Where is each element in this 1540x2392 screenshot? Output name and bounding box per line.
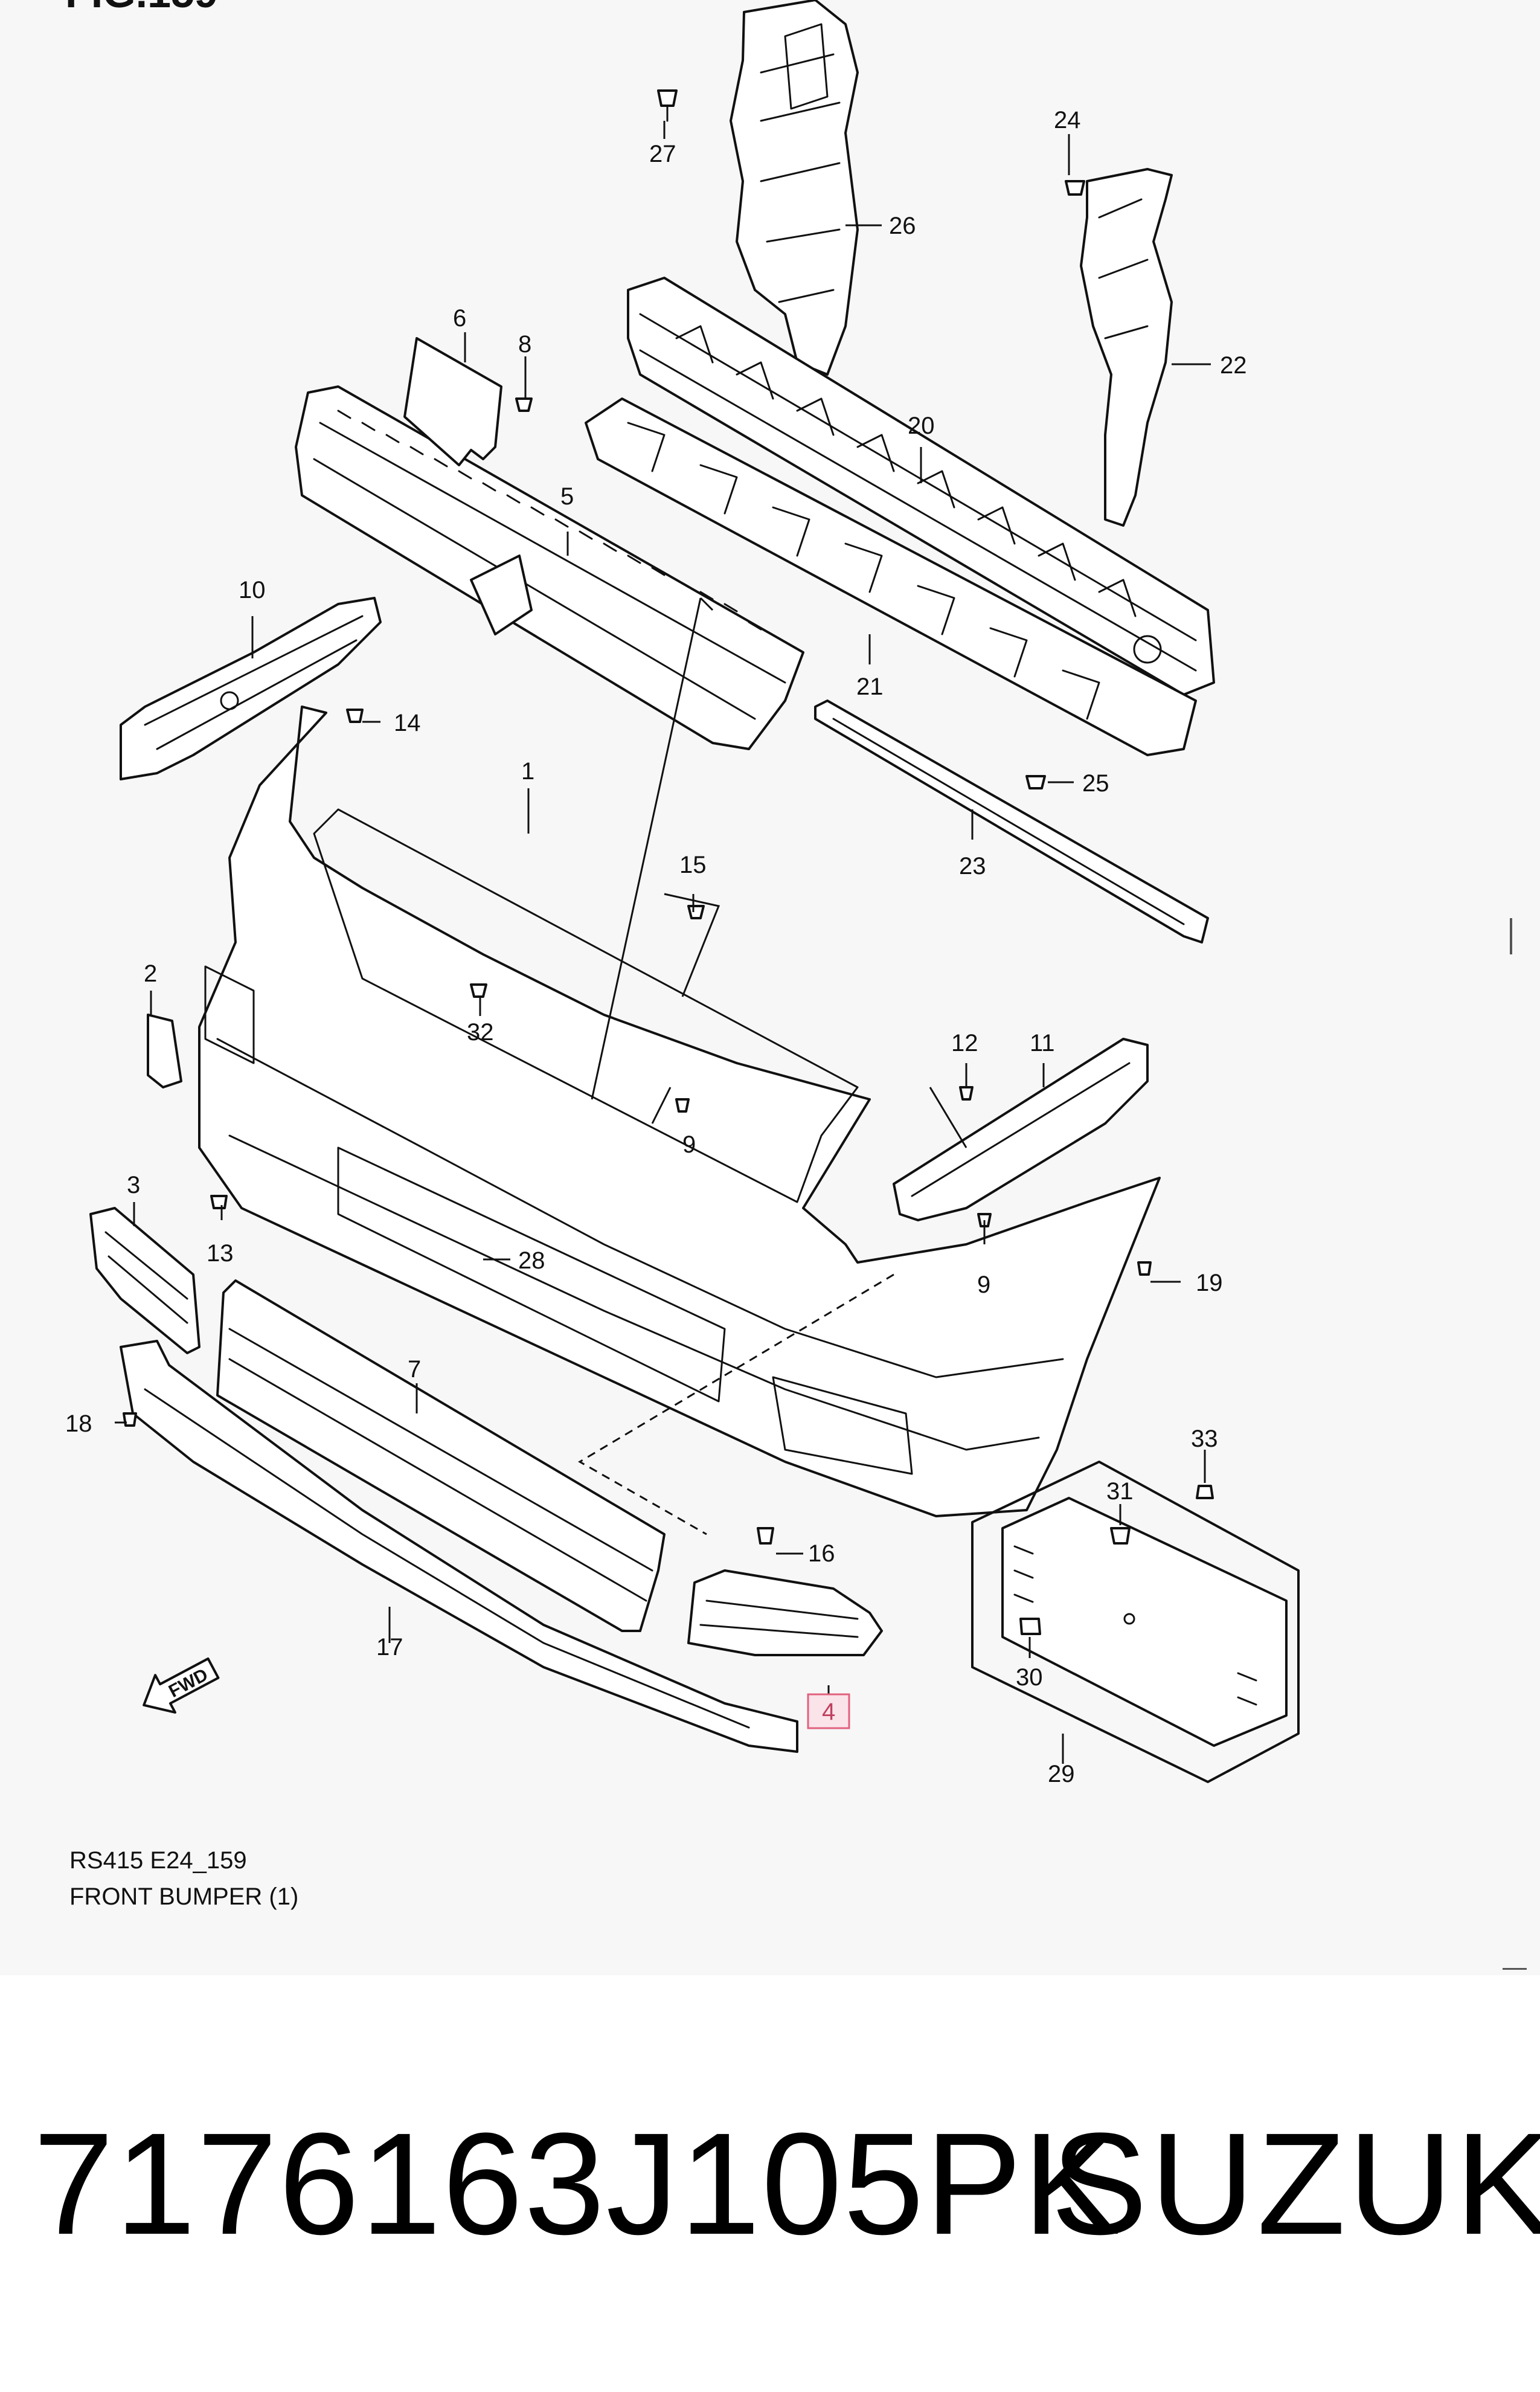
part-7-lower-grille [216, 1279, 666, 1632]
callout-leaders [115, 121, 1211, 1764]
dashed-guides [578, 1273, 894, 1535]
callout-30: 30 [1016, 1664, 1043, 1691]
part-17-spoiler [120, 1340, 798, 1753]
callout-23: 23 [959, 853, 986, 879]
part-4-fog-bezel [687, 1569, 883, 1656]
part-23-strip [814, 699, 1209, 944]
part-11-bracket [893, 1038, 1149, 1221]
figure-code: RS415 E24_159 [69, 1847, 247, 1874]
part-3-fog-cover [89, 1207, 201, 1354]
part-25-clip [1025, 775, 1046, 789]
part-2-cap [147, 1014, 182, 1088]
part-8-screw [515, 397, 533, 412]
callout-32: 32 [467, 1019, 494, 1046]
fwd-arrow-icon: FWD [143, 1657, 220, 1714]
part-21-absorber [585, 397, 1197, 756]
callout-17: 17 [376, 1634, 403, 1661]
part-33-nut [1196, 1485, 1214, 1499]
part-30-clip [1019, 1618, 1041, 1635]
part-5-grille [295, 385, 804, 750]
callout-9a: 9 [682, 1131, 696, 1158]
callout-26: 26 [889, 213, 916, 239]
part-20-reinforcement [627, 277, 1215, 696]
callout-29: 29 [1048, 1761, 1075, 1787]
callout-31: 31 [1106, 1478, 1134, 1505]
callout-11: 11 [1030, 1030, 1055, 1056]
callout-25: 25 [1082, 770, 1109, 797]
callout-24: 24 [1054, 107, 1081, 133]
callout-2: 2 [144, 960, 157, 987]
brand-name: SUZUKI [1051, 2103, 1540, 2265]
diagram-panel: FIG.159 [65, 0, 1527, 1970]
callout-7: 7 [408, 1356, 421, 1383]
callout-1: 1 [521, 758, 534, 785]
callout-10: 10 [239, 577, 266, 603]
part-29-plate-box [971, 1461, 1300, 1783]
callout-9b: 9 [977, 1272, 990, 1298]
callout-14: 14 [394, 710, 421, 736]
callout-21: 21 [856, 674, 884, 700]
callout-19: 19 [1196, 1270, 1223, 1296]
callout-16: 16 [808, 1540, 835, 1567]
part-26-support [730, 0, 859, 376]
figure-title: FRONT BUMPER (1) [69, 1883, 299, 1910]
callout-22: 22 [1220, 352, 1247, 379]
callout-12: 12 [951, 1030, 978, 1056]
callout-13: 13 [207, 1240, 234, 1267]
callout-4-highlight [807, 1693, 850, 1729]
part-24-clip [1065, 180, 1085, 196]
callout-28: 28 [518, 1247, 545, 1274]
part-31-clip [1110, 1527, 1131, 1545]
callout-15: 15 [679, 852, 707, 878]
part-10-bracket [120, 597, 382, 780]
figure-header: FIG.159 [65, 0, 218, 17]
part-number: 7176163J105PK [33, 2103, 1121, 2265]
edge-mark [1503, 1968, 1527, 1970]
edge-mark [1510, 918, 1512, 954]
callout-6: 6 [453, 305, 466, 332]
callout-27: 27 [649, 141, 676, 167]
part-6-plate [403, 337, 502, 466]
part-22-bracket [1080, 168, 1173, 527]
callout-8: 8 [518, 331, 531, 358]
callout-20: 20 [908, 413, 935, 439]
callout-18: 18 [65, 1410, 92, 1437]
part-27-clip [657, 89, 678, 122]
callout-labels: 1 2 3 4 5 6 7 8 9 9 10 11 12 13 14 15 16… [65, 107, 1247, 1787]
assembly-guides [591, 597, 967, 1148]
callout-5: 5 [560, 483, 574, 510]
exploded-parts-diagram: 1 2 3 4 5 6 7 8 9 9 10 11 12 13 14 15 16… [65, 0, 1300, 1787]
callout-3: 3 [127, 1172, 140, 1198]
callout-33: 33 [1191, 1426, 1218, 1452]
fasteners [123, 709, 1152, 1545]
callout-4: 4 [822, 1699, 835, 1725]
